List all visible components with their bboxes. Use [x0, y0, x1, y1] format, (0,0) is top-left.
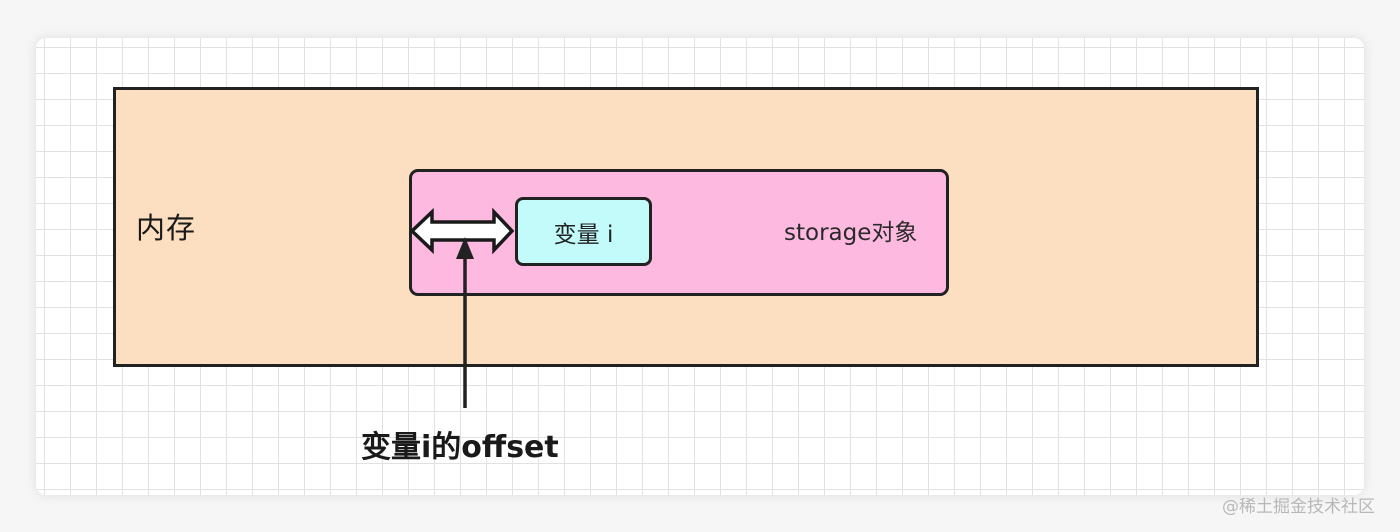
memory-label: 内存: [136, 211, 197, 245]
storage-object-label: storage对象: [784, 220, 918, 246]
watermark-text: @稀土掘金技术社区: [1222, 497, 1375, 517]
arrows-layer: [409, 207, 515, 408]
offset-label: 变量i的offset: [361, 430, 559, 465]
double-headed-offset-arrow: [409, 207, 515, 255]
variable-i-label: 变量 i: [553, 221, 614, 248]
variable-i-box: 变量 i: [515, 197, 652, 266]
pointer-arrow: [456, 237, 474, 408]
diagram-card: 内存 storage对象 变量 i 变量i的offset: [36, 38, 1364, 495]
